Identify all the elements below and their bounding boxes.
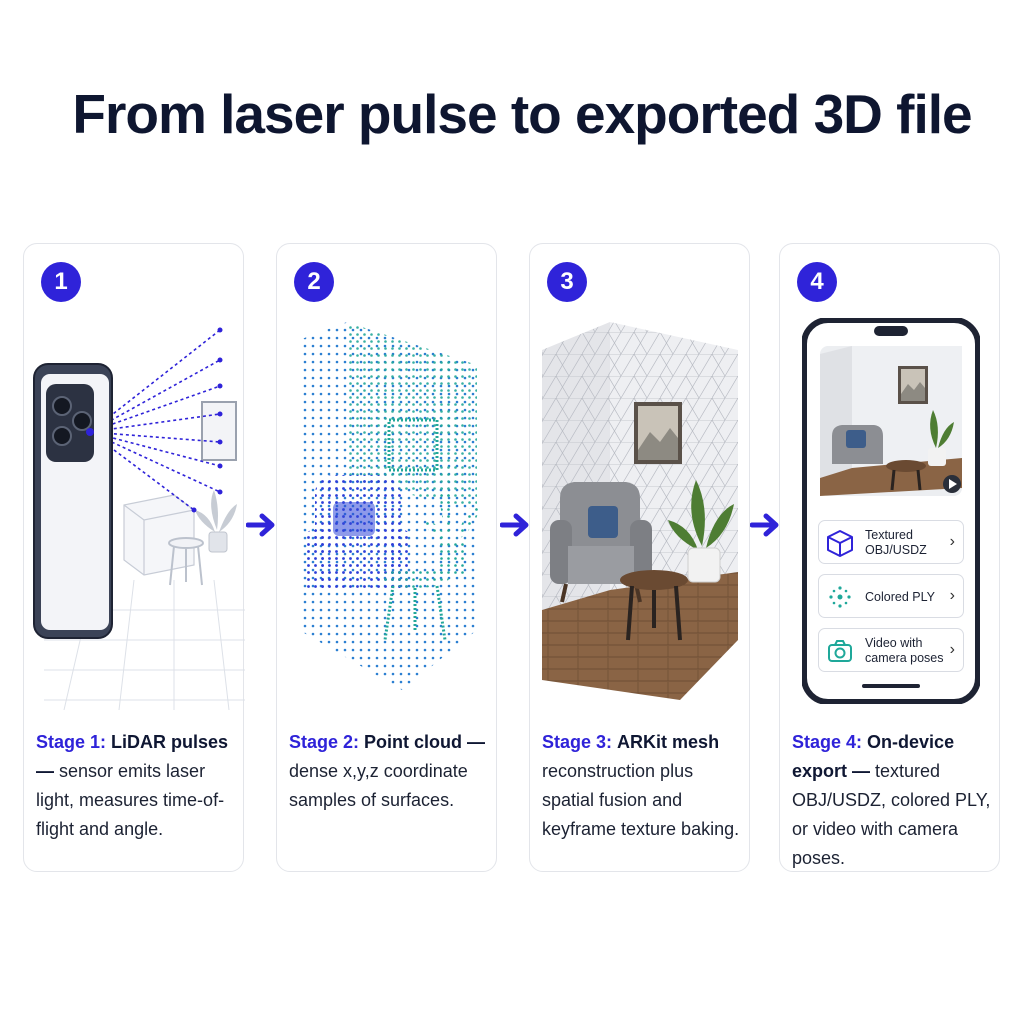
- cube-icon: [827, 530, 853, 557]
- stage-number-badge: 1: [41, 262, 81, 302]
- stage-caption: Stage 4: On-device export — textured OBJ…: [792, 728, 997, 873]
- export-option-obj-usdz[interactable]: Textured OBJ/USDZ ›: [818, 520, 964, 564]
- stage-number-badge: 2: [294, 262, 334, 302]
- export-option-ply[interactable]: Colored PLY ›: [818, 574, 964, 618]
- stage-caption: Stage 3: ARKit mesh reconstruction plus …: [542, 728, 747, 844]
- export-option-label: Video with camera poses: [865, 636, 944, 665]
- stage-label: Stage 2:: [289, 732, 360, 752]
- stage-body: sensor emits laser light, measures time-…: [36, 761, 225, 839]
- stage-card-1: 1: [23, 243, 245, 872]
- page-title: From laser pulse to exported 3D file: [72, 83, 972, 145]
- lidar-pulses-illustration: [33, 327, 245, 710]
- export-option-video[interactable]: Video with camera poses ›: [818, 628, 964, 672]
- stage-label: Stage 4:: [792, 732, 863, 752]
- arrow-right-icon: [246, 513, 275, 537]
- stage-heading: ARKit mesh: [617, 732, 720, 752]
- stage-caption: Stage 2: Point cloud — dense x,y,z coord…: [289, 728, 494, 815]
- stage-heading: On-device export —: [792, 732, 955, 781]
- stage-label: Stage 3:: [542, 732, 613, 752]
- chevron-right-icon: ›: [949, 641, 955, 658]
- stage-card-3: 3: [529, 243, 750, 872]
- arrow-right-icon: [750, 513, 779, 537]
- point-cloud-icon: [829, 586, 851, 608]
- stage-caption: Stage 1: LiDAR pulses — sensor emits las…: [36, 728, 241, 844]
- stage-number-badge: 3: [547, 262, 587, 302]
- stage-body: textured OBJ/USDZ, colored PLY, or video…: [792, 761, 991, 868]
- arrow-right-icon: [500, 513, 529, 537]
- stage-card-4: 4 Textured OBJ/USDZ ›: [779, 243, 1000, 872]
- stage-card-2: 2: [276, 243, 497, 872]
- chevron-right-icon: ›: [949, 587, 955, 604]
- mesh-reconstruction-illustration: [542, 322, 738, 700]
- export-option-label: Colored PLY: [865, 589, 935, 604]
- stage-body: dense x,y,z coordinate samples of surfac…: [289, 761, 468, 810]
- chevron-right-icon: ›: [949, 533, 955, 550]
- export-option-label: Textured OBJ/USDZ: [865, 528, 927, 557]
- point-cloud-illustration: [299, 322, 481, 690]
- stage-label: Stage 1:: [36, 732, 107, 752]
- stage-heading: LiDAR pulses —: [36, 732, 229, 781]
- camera-icon: [828, 640, 852, 662]
- stage-heading: Point cloud —: [364, 732, 486, 752]
- stage-body: reconstruction plus spatial fusion and k…: [542, 761, 740, 839]
- stage-number-badge: 4: [797, 262, 837, 302]
